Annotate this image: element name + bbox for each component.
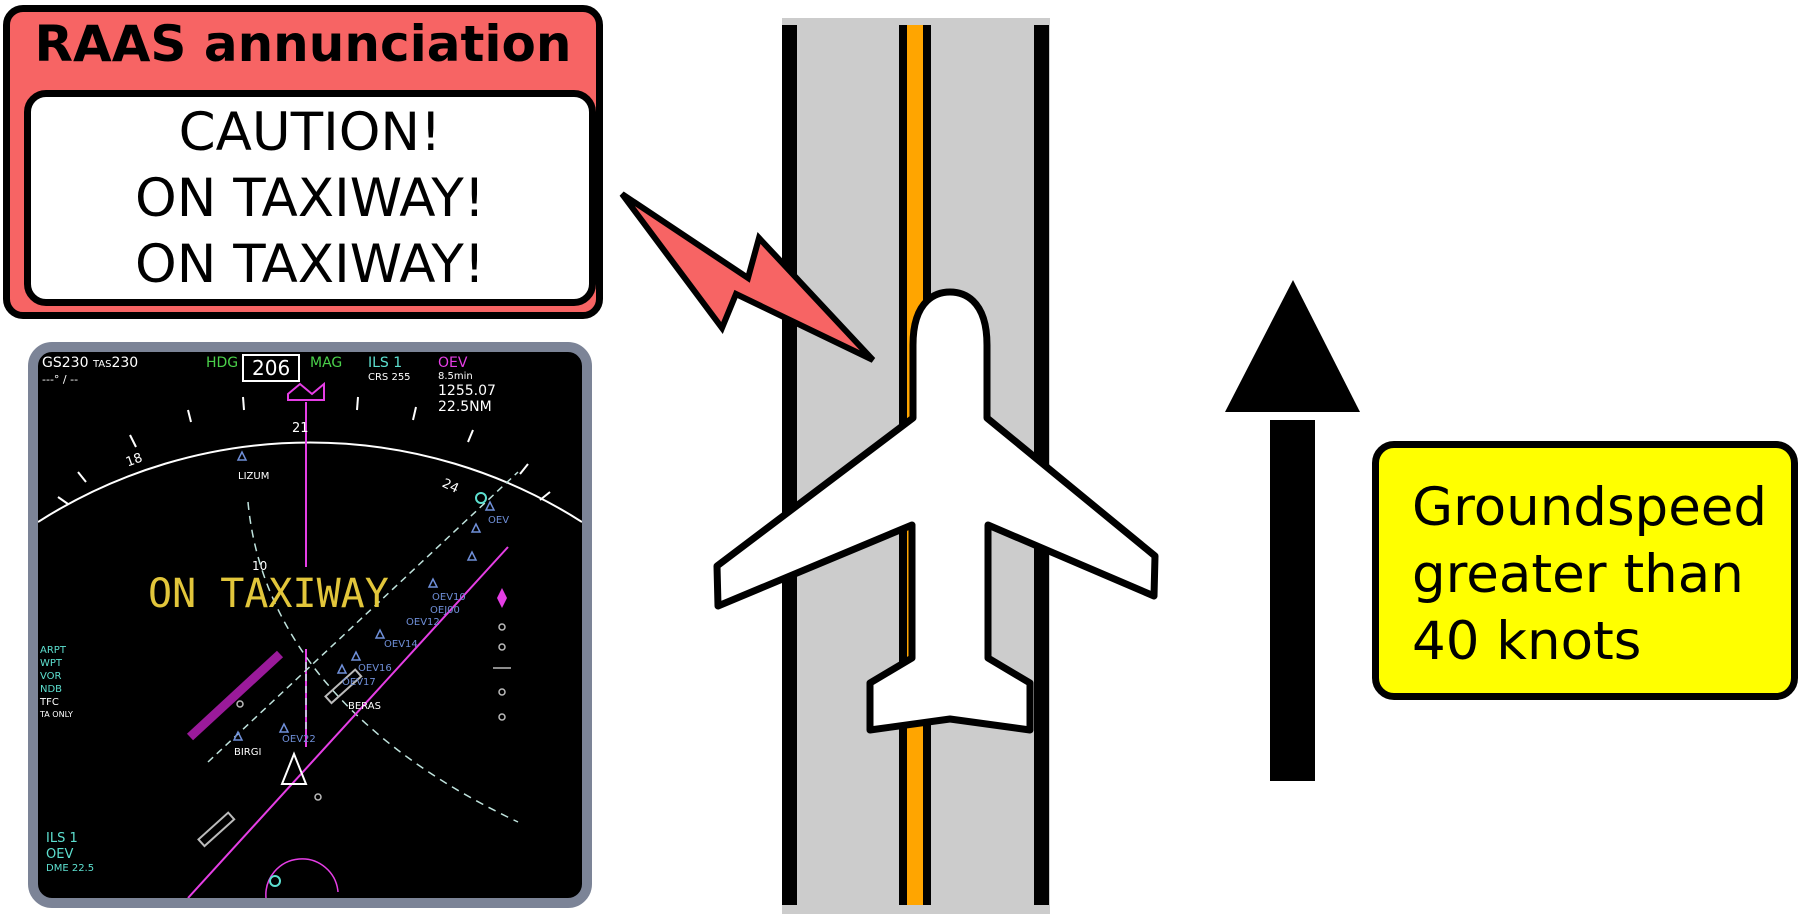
waypoint-label: OEV — [488, 515, 510, 526]
map-filter: NDB — [40, 684, 63, 695]
tas-label: TAS — [92, 359, 112, 370]
map-filter: TFC — [40, 697, 59, 708]
waypoint-label: OEV22 — [282, 734, 316, 745]
gs-label: GS — [42, 355, 62, 371]
raas-annunciation-panel: RAAS annunciation CAUTION! ON TAXIWAY! O… — [3, 5, 603, 319]
raas-message-line: ON TAXIWAY! — [135, 168, 485, 229]
raas-message-line: CAUTION! — [178, 102, 442, 163]
distance-readout: 22.5NM — [438, 399, 492, 415]
tas-value: 230 — [111, 355, 139, 371]
bottom-dme: DME 22.5 — [46, 863, 95, 874]
approach-path — [187, 546, 509, 898]
lightning-bolt-icon — [619, 191, 876, 363]
waypoint-label: BERAS — [348, 701, 381, 712]
wind-readout: ---° / -- — [42, 373, 79, 386]
waypoint-label: OEV10 — [432, 592, 466, 603]
range-label: 10 — [252, 559, 268, 573]
groundspeed-line: 40 knots — [1412, 611, 1642, 672]
mag-label: MAG — [310, 355, 343, 371]
waypoint-markers — [232, 450, 496, 741]
groundspeed-line: Groundspeed — [1412, 477, 1768, 538]
airplane-icon — [713, 288, 1159, 734]
nav-source: ILS 1 — [368, 355, 403, 371]
bottom-nav-source: ILS 1 — [46, 831, 78, 846]
on-taxiway-alert: ON TAXIWAY — [148, 571, 389, 617]
active-waypoint: OEV — [438, 355, 468, 371]
waypoint-label: OEV12 — [406, 617, 440, 628]
eta-readout: 1255.07 — [438, 383, 496, 399]
groundspeed-line: greater than — [1412, 544, 1744, 605]
taxiway-edge-left — [782, 25, 797, 905]
waypoint-label: OEV14 — [384, 639, 418, 650]
heading-readout: 206 — [242, 354, 301, 382]
runway — [186, 650, 284, 741]
crs-readout: CRS 255 — [368, 372, 411, 383]
raas-title: RAAS annunciation — [34, 15, 572, 73]
compass-label: 21 — [292, 421, 309, 436]
nd-map-graphics — [38, 381, 582, 898]
waypoint-label: OEV16 — [358, 663, 392, 674]
waypoint-label: LIZUM — [238, 471, 270, 482]
compass-ticks — [57, 396, 551, 505]
navigation-display: GS230 TAS230 ---° / -- HDG 206 MAG ILS 1… — [28, 342, 592, 908]
time-to-waypoint: 8.5min — [438, 371, 473, 382]
waypoint-label: OEV17 — [342, 677, 376, 688]
waypoint-label: BIRGI — [234, 747, 262, 758]
direction-arrow-icon — [1225, 280, 1360, 781]
bottom-nav-station: OEV — [46, 847, 74, 862]
compass-arc — [38, 441, 582, 523]
gs-value: 230 — [61, 355, 89, 371]
raas-message-line: ON TAXIWAY! — [135, 234, 485, 295]
map-filter: VOR — [40, 671, 62, 682]
waypoint-label: OEJ00 — [430, 605, 460, 616]
own-aircraft-icon — [280, 751, 308, 785]
map-filter: WPT — [40, 658, 63, 669]
groundspeed-condition-box: Groundspeed greater than 40 knots — [1372, 441, 1798, 700]
range-ring — [247, 501, 519, 823]
raas-message-box: CAUTION! ON TAXIWAY! ON TAXIWAY! — [24, 90, 596, 306]
map-filter: TA ONLY — [40, 710, 73, 719]
heading-bug — [287, 381, 325, 401]
map-filter: ARPT — [40, 645, 66, 656]
hdg-label: HDG — [206, 355, 239, 371]
